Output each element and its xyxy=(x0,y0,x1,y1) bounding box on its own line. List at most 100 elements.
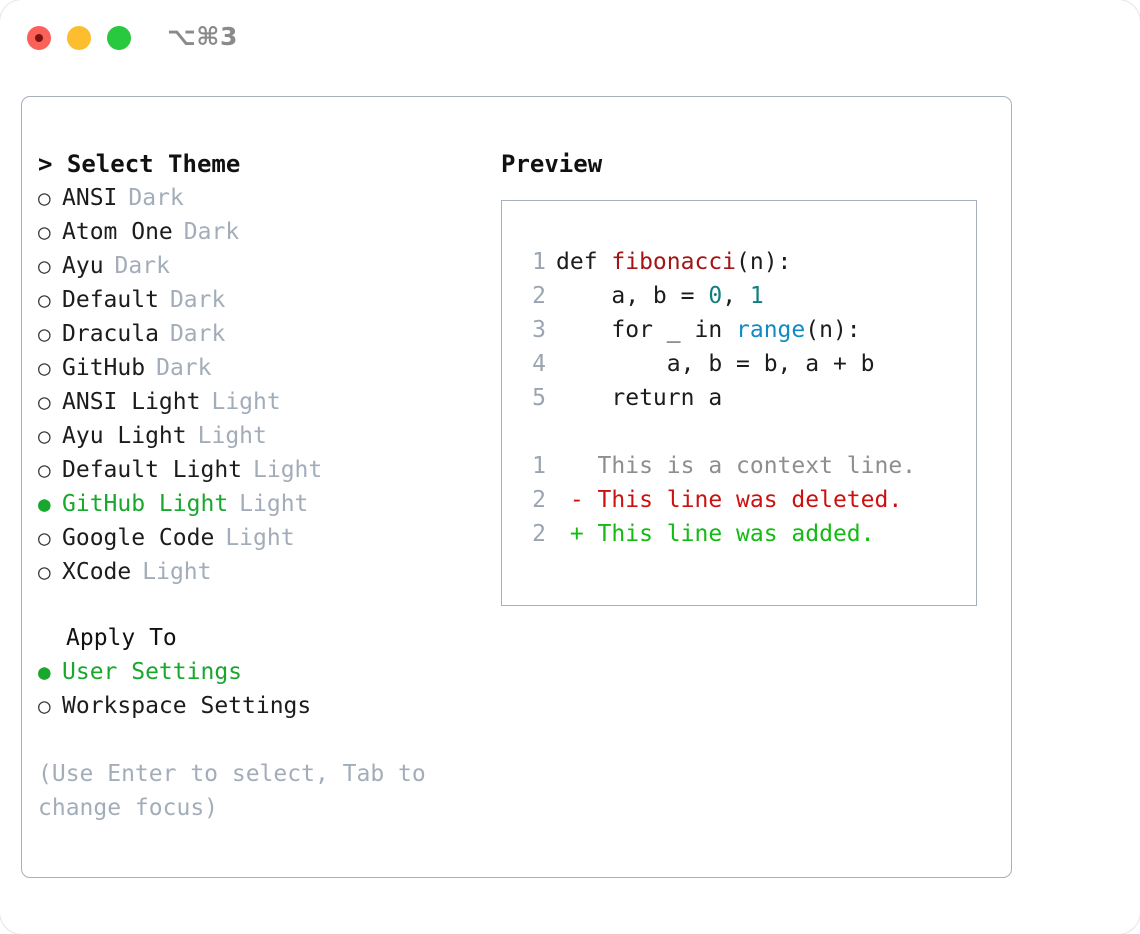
diff-line-text: - This line was deleted. xyxy=(556,487,903,513)
radio-unselected-icon: ○ xyxy=(38,288,51,312)
radio-unselected-icon: ○ xyxy=(38,424,51,448)
theme-option-variant: Light xyxy=(197,423,267,449)
code-line: 2 a, b = 0, 1 xyxy=(516,279,976,313)
code-line: 4 a, b = b, a + b xyxy=(516,347,976,381)
theme-option-label: Default xyxy=(62,287,159,313)
theme-picker-header: > Select Theme xyxy=(38,150,241,178)
theme-option-variant: Dark xyxy=(156,355,212,381)
code-token-plain: a, b = b, a + b xyxy=(556,351,875,377)
theme-option-label: GitHub xyxy=(62,355,146,381)
theme-option-label: ANSI xyxy=(62,185,118,211)
theme-option-variant: Light xyxy=(211,389,281,415)
code-token-plain: a, b = xyxy=(556,283,709,309)
theme-option-default[interactable]: ○ Default Dark xyxy=(38,283,488,317)
maximize-window-button[interactable] xyxy=(107,26,131,50)
code-line-number: 4 xyxy=(532,351,546,377)
theme-option-label: Ayu xyxy=(62,253,104,279)
minimize-window-button[interactable] xyxy=(67,26,91,50)
theme-option-variant: Dark xyxy=(114,253,170,279)
diff-line-context: 1 This is a context line. xyxy=(516,449,976,483)
code-diff-spacer xyxy=(516,415,976,449)
diff-line-deleted: 2 - This line was deleted. xyxy=(516,483,976,517)
code-line: 3 for _ in range(n): xyxy=(516,313,976,347)
theme-option-label: Ayu Light xyxy=(62,423,187,449)
code-token-call: range xyxy=(736,317,806,343)
theme-option-variant: Light xyxy=(142,559,212,585)
apply-to-option-list: ●User Settings ○ Workspace Settings xyxy=(38,655,488,723)
window-shortcut-label: ⌥⌘3 xyxy=(167,22,238,51)
apply-to-section: Apply To ●User Settings ○ Workspace Settin… xyxy=(38,621,488,723)
radio-unselected-icon: ○ xyxy=(38,526,51,550)
theme-option-ansi[interactable]: ○ ANSI Dark xyxy=(38,181,488,215)
diff-line-number: 2 xyxy=(532,521,546,547)
radio-unselected-icon: ○ xyxy=(38,356,51,380)
code-token-plain: (n): xyxy=(736,249,792,275)
theme-option-ansi-light[interactable]: ○ ANSI Light Light xyxy=(38,385,488,419)
apply-to-option-user-settings[interactable]: ●User Settings xyxy=(38,655,488,689)
theme-option-label: ANSI Light xyxy=(62,389,201,415)
diff-line-number: 1 xyxy=(532,453,546,479)
diff-line-text: This is a context line. xyxy=(556,453,917,479)
theme-option-label: Dracula xyxy=(62,321,159,347)
theme-option-label: XCode xyxy=(62,559,132,585)
radio-selected-icon: ● xyxy=(38,492,51,516)
code-token-plain: , xyxy=(722,283,750,309)
theme-option-label: Atom One xyxy=(62,219,173,245)
window-titlebar: ⌥⌘3 xyxy=(0,0,1140,78)
theme-option-ayu-light[interactable]: ○ Ayu Light Light xyxy=(38,419,488,453)
diff-line-added: 2 + This line was added. xyxy=(516,517,976,551)
radio-unselected-icon: ○ xyxy=(38,694,51,718)
apply-to-title: Apply To xyxy=(66,625,177,651)
close-window-button[interactable] xyxy=(27,26,51,50)
code-token-plain: for _ in xyxy=(556,317,737,343)
theme-option-github-light[interactable]: ● GitHub Light Light xyxy=(38,487,488,521)
code-token-number: 0 xyxy=(708,283,723,309)
theme-option-dracula[interactable]: ○ Dracula Dark xyxy=(38,317,488,351)
radio-unselected-icon: ○ xyxy=(38,322,51,346)
code-line: 5 return a xyxy=(516,381,976,415)
diff-line-number: 2 xyxy=(532,487,546,513)
radio-unselected-icon: ○ xyxy=(38,458,51,482)
code-token-number: 1 xyxy=(749,283,764,309)
traffic-light-group xyxy=(27,26,131,50)
theme-option-variant: Light xyxy=(239,491,309,517)
theme-option-variant: Dark xyxy=(169,287,226,313)
code-token-plain: (n): xyxy=(805,317,861,343)
apply-to-option-label: Workspace Settings xyxy=(62,693,312,719)
radio-unselected-icon: ○ xyxy=(38,390,51,414)
radio-selected-icon: ● xyxy=(38,660,51,684)
code-line-number: 3 xyxy=(532,317,546,343)
radio-unselected-icon: ○ xyxy=(38,186,51,210)
diff-line-text: + This line was added. xyxy=(556,521,875,547)
theme-option-label: Default Light xyxy=(62,457,243,483)
apply-to-option-workspace-settings[interactable]: ○ Workspace Settings xyxy=(38,689,488,723)
theme-option-variant: Dark xyxy=(128,185,184,211)
theme-option-variant: Dark xyxy=(169,321,226,347)
theme-option-variant: Light xyxy=(253,457,323,483)
diff-sample-block: 1 This is a context line.2 - This line w… xyxy=(516,449,976,551)
theme-option-variant: Dark xyxy=(183,219,240,245)
preview-title: Preview xyxy=(501,150,603,178)
radio-unselected-icon: ○ xyxy=(38,254,51,278)
theme-option-variant: Light xyxy=(225,525,295,551)
code-token-plain: def xyxy=(556,249,612,275)
code-token-plain: return a xyxy=(556,385,723,411)
theme-option-google-code[interactable]: ○ Google Code Light xyxy=(38,521,488,555)
theme-option-ayu[interactable]: ○ Ayu Dark xyxy=(38,249,488,283)
theme-option-github[interactable]: ○ GitHub Dark xyxy=(38,351,488,385)
theme-option-label: Google Code xyxy=(62,525,215,551)
keyboard-hint-text: (Use Enter to select, Tab to change focu… xyxy=(38,761,440,821)
theme-option-label: GitHub Light xyxy=(62,491,229,517)
code-line-number: 2 xyxy=(532,283,546,309)
theme-option-default-light[interactable]: ○ Default Light Light xyxy=(38,453,488,487)
